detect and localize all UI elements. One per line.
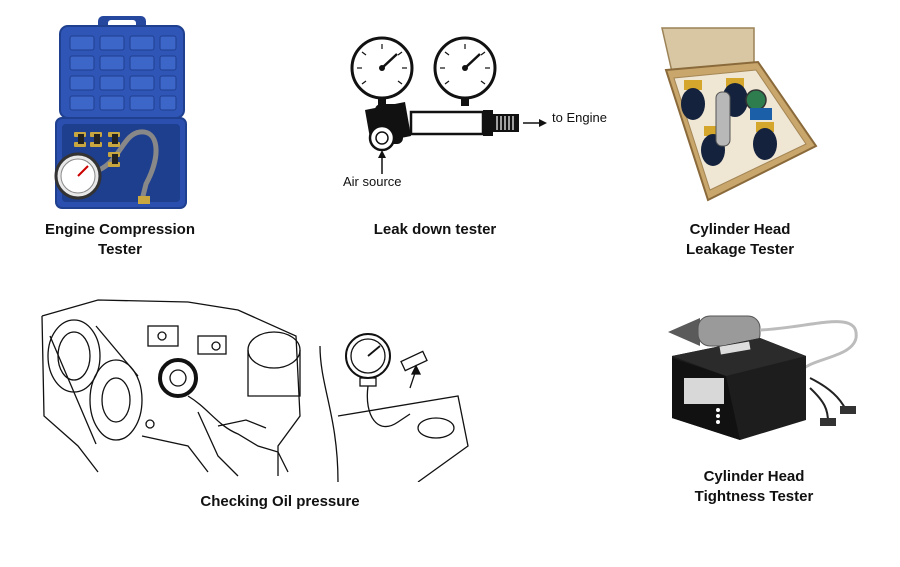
cylinder-head-tightness-caption: Cylinder Head Tightness Tester: [654, 467, 854, 507]
leakdown-diagram: to Engine Air source: [335, 32, 635, 197]
compression-tester-image: [50, 14, 190, 210]
cylinder-head-tightness-tester-image: [660, 298, 866, 444]
air-source-label: Air source: [343, 174, 402, 189]
leakage-caption-line1: Cylinder Head: [689, 221, 791, 238]
compression-caption-line1: Engine Compression: [44, 221, 196, 238]
to-engine-label: to Engine: [552, 110, 607, 125]
cylinder-head-leakage-tester-image: [658, 26, 820, 202]
leakdown-caption: Leak down tester: [335, 220, 535, 240]
oil-pressure-illustration: [38, 296, 470, 482]
oil-pressure-caption: Checking Oil pressure: [150, 492, 410, 512]
leakage-caption-line2: Leakage Tester: [685, 241, 795, 258]
cylinder-head-leakage-caption: Cylinder Head Leakage Tester: [640, 220, 840, 260]
tightness-caption-line2: Tightness Tester: [694, 488, 814, 505]
pressure-gauge-left-icon: [350, 36, 414, 106]
tightness-caption-line1: Cylinder Head: [703, 468, 805, 485]
compression-caption-line2: Tester: [98, 241, 142, 258]
leakdown-caption-text: Leak down tester: [373, 221, 497, 238]
pressure-gauge-right-icon: [433, 36, 497, 106]
oil-pressure-caption-text: Checking Oil pressure: [200, 493, 360, 510]
compression-tester-caption: Engine Compression Tester: [20, 220, 220, 260]
